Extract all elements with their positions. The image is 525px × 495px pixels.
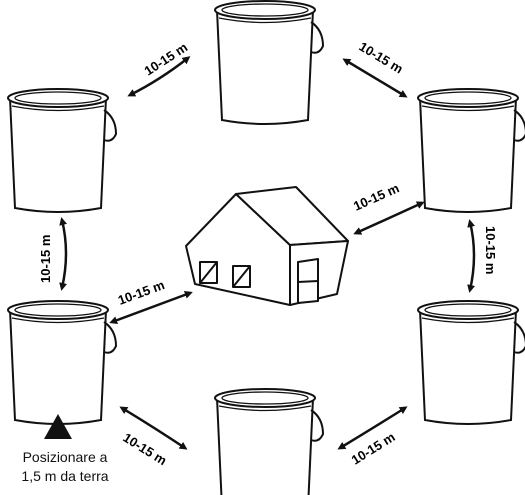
distance-label: 10-15 m [38,235,53,283]
triangle-marker-icon [44,414,72,439]
house-icon [185,186,349,306]
bucket-icon-lower-left [7,300,117,425]
double-arrow-icon [119,406,188,450]
bucket-icon-lower-right [417,300,525,425]
placement-note-line2: 1,5 m da terra [21,468,109,484]
double-arrow-icon [337,406,408,450]
double-arrow-icon [59,217,68,291]
bucket-icon-upper-left [7,88,117,213]
bucket-icon-top [214,0,324,125]
distance-arrows [59,56,476,450]
distance-label: 10-15 m [120,430,169,468]
double-arrow-icon [342,58,408,98]
distance-label: 10-15 m [349,429,398,467]
placement-note-line1: Posizionare a [22,449,108,465]
distance-label: 10-15 m [351,180,401,213]
placement-note: Posizionare a 1,5 m da terra [10,448,120,486]
double-arrow-icon [127,56,191,97]
double-arrow-icon [353,201,425,235]
bucket-icon-upper-right [417,88,525,213]
bucket-icon-bottom [214,388,324,495]
double-arrow-icon [467,219,476,293]
double-arrow-icon [109,291,193,325]
distance-label: 10-15 m [483,226,498,274]
